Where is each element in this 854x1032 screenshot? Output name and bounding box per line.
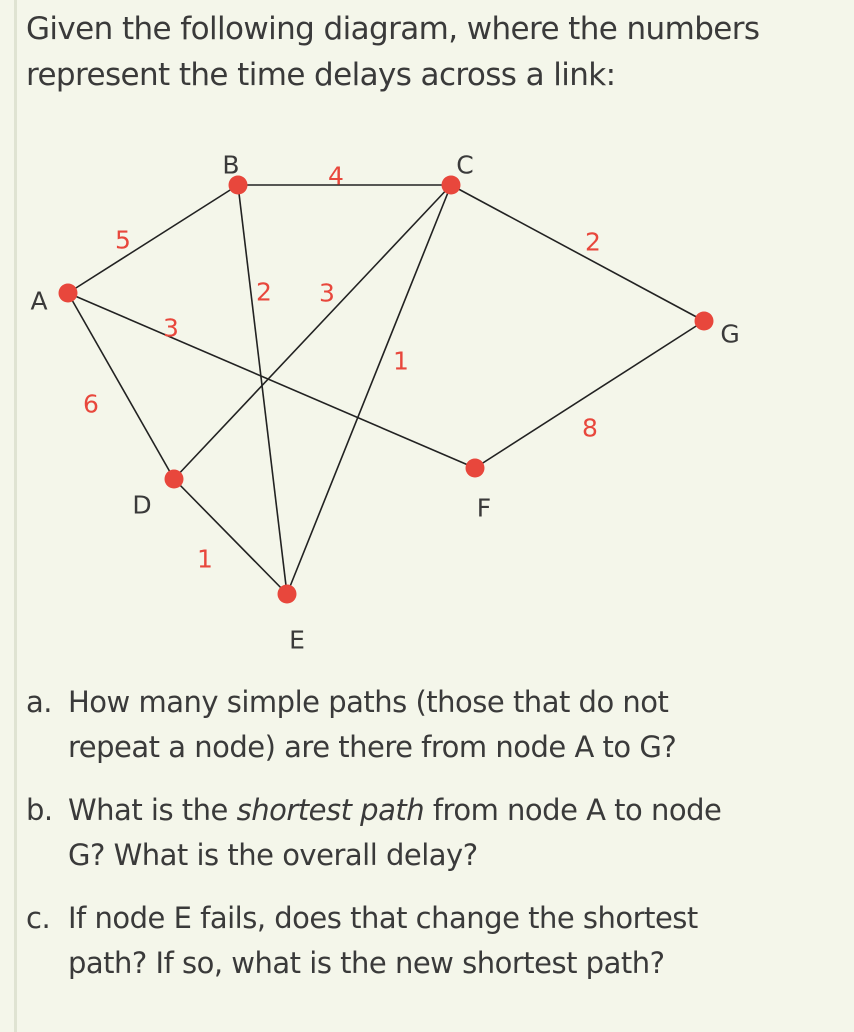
- weight-a-f: 3: [163, 314, 179, 343]
- intro-line-1: Given the following diagram, where the n…: [26, 11, 760, 47]
- weight-f-g: 8: [582, 414, 598, 443]
- weights-layer: 5 6 3 4 2 3 1 2 1 8: [83, 162, 601, 574]
- edge-a-f: [67, 292, 476, 469]
- question-a-line-2: repeat a node) are there from node A to …: [68, 730, 677, 764]
- node-b: [228, 175, 248, 195]
- node-d: [164, 469, 184, 489]
- node-label-b: B: [222, 151, 239, 180]
- question-b-pre: What is the: [68, 793, 237, 827]
- nodes-layer: [58, 175, 714, 604]
- edge-c-g: [450, 184, 705, 322]
- node-label-a: A: [30, 287, 47, 316]
- question-a: a. How many simple paths (those that do …: [26, 680, 826, 770]
- question-b-post: from node A to node: [424, 793, 722, 827]
- question-c-text: If node E fails, does that change the sh…: [68, 896, 826, 986]
- question-a-marker: a.: [26, 685, 53, 719]
- edge-a-d: [67, 292, 175, 480]
- edge-c-d: [173, 184, 452, 480]
- weight-c-e: 1: [393, 347, 409, 376]
- question-c-line-1: If node E fails, does that change the sh…: [68, 901, 698, 935]
- edge-c-e: [286, 184, 452, 595]
- network-diagram: 5 6 3 4 2 3 1 2 1 8 A B C D E F G: [30, 151, 739, 655]
- weight-b-c: 4: [328, 162, 344, 191]
- question-c-marker: c.: [26, 901, 51, 935]
- left-margin-rule: [14, 0, 17, 1032]
- questions-list: a. How many simple paths (those that do …: [26, 680, 826, 1004]
- node-e: [277, 584, 297, 604]
- node-label-f: F: [477, 494, 491, 523]
- weight-b-e: 2: [256, 278, 272, 307]
- node-label-c: C: [456, 151, 473, 180]
- question-b-line-1: What is the shortest path from node A to…: [68, 788, 826, 833]
- weight-c-g: 2: [585, 228, 601, 257]
- node-f: [465, 458, 485, 478]
- question-a-line-1: How many simple paths (those that do not: [68, 685, 669, 719]
- weight-d-e: 1: [197, 545, 213, 574]
- question-b-line-2: G? What is the overall delay?: [68, 838, 478, 872]
- intro-text: Given the following diagram, where the n…: [26, 6, 826, 98]
- question-c-line-2: path? If so, what is the new shortest pa…: [68, 946, 665, 980]
- node-a: [58, 283, 78, 303]
- weight-a-d: 6: [83, 390, 99, 419]
- node-g: [694, 311, 714, 331]
- question-b-marker: b.: [26, 793, 53, 827]
- weight-a-b: 5: [115, 226, 131, 255]
- edge-a-b: [67, 184, 239, 294]
- question-b-emphasis: shortest path: [236, 793, 425, 827]
- node-labels-layer: A B C D E F G: [30, 151, 739, 655]
- node-label-d: D: [132, 491, 151, 520]
- weight-c-d: 3: [319, 279, 335, 308]
- node-c: [441, 175, 461, 195]
- question-c: c. If node E fails, does that change the…: [26, 896, 826, 986]
- edge-d-e: [173, 478, 288, 595]
- question-a-text: How many simple paths (those that do not…: [68, 680, 826, 770]
- question-b-text: What is the shortest path from node A to…: [68, 788, 826, 878]
- intro-line-2: represent the time delays across a link:: [26, 57, 616, 93]
- node-label-g: G: [720, 320, 739, 349]
- edge-f-g: [474, 320, 705, 469]
- node-label-e: E: [289, 626, 305, 655]
- edge-b-e: [237, 184, 288, 595]
- edges-layer: [67, 184, 705, 595]
- question-b: b. What is the shortest path from node A…: [26, 788, 826, 878]
